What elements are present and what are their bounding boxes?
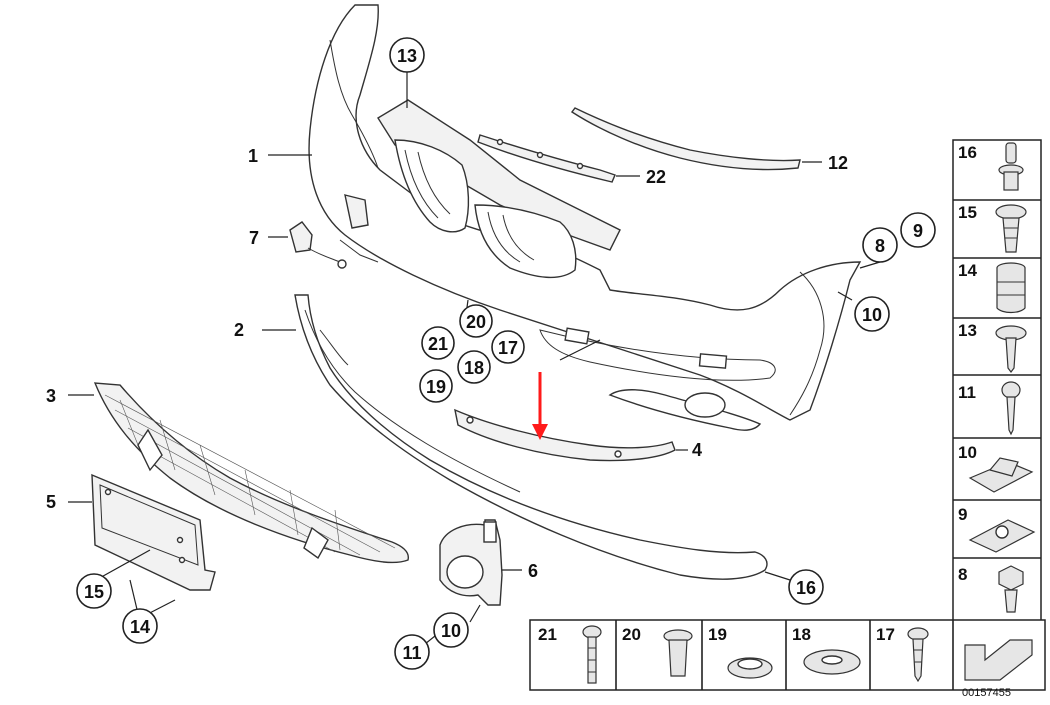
callout-11: 11 (402, 643, 421, 663)
side-table-9: 9 (958, 505, 967, 524)
callout-10-top: 10 (862, 305, 882, 325)
bottom-table-19: 19 (708, 625, 727, 644)
plate-nut-icon (968, 519, 1036, 553)
callout-8: 8 (875, 236, 885, 256)
callout-13-circle (389, 37, 425, 73)
side-table-13: 13 (958, 321, 977, 340)
callout-19: 19 (426, 377, 446, 397)
callout-10-bottom: 10 (441, 621, 461, 641)
rubber-buffer-icon (996, 262, 1026, 314)
license-plate-base (91, 473, 216, 591)
clip-nut-icon (968, 457, 1034, 493)
side-table-10: 10 (958, 443, 977, 462)
part-labels: 1 2 3 4 5 6 7 12 22 (46, 146, 848, 581)
screw-icon (1001, 381, 1021, 436)
label-12: 12 (828, 153, 848, 173)
expanding-rivet-icon (995, 204, 1027, 253)
callout-18: 18 (464, 358, 484, 378)
label-6: 6 (528, 561, 538, 581)
grille-bracket (477, 134, 616, 183)
bottom-table-20: 20 (622, 625, 641, 644)
fog-lamp-bracket (439, 519, 503, 606)
label-2: 2 (234, 320, 244, 340)
highlight-arrow (532, 372, 548, 440)
bottom-table-17: 17 (876, 625, 895, 644)
label-5: 5 (46, 492, 56, 512)
label-1: 1 (248, 146, 258, 166)
washer-screw-icon (995, 325, 1027, 373)
bumper-trim-strip (454, 408, 676, 462)
document-number: 00157455 (962, 687, 1011, 699)
side-table-8: 8 (958, 565, 967, 584)
callout-15: 15 (84, 582, 104, 602)
label-7: 7 (249, 228, 259, 248)
callout-17: 17 (498, 338, 518, 358)
bumper-cover (308, 4, 862, 431)
rivet-nut-icon (663, 629, 693, 677)
orientation-arrow-icon (964, 639, 1033, 681)
callout-16: 16 (796, 578, 816, 598)
hardware-side-table: 16 15 14 13 11 10 9 8 (952, 139, 1042, 631)
side-table-14: 14 (958, 261, 977, 280)
bottom-table-21: 21 (538, 625, 557, 644)
grommet-icon (727, 657, 773, 679)
sensor-bracket (289, 221, 347, 269)
side-table-16: 16 (958, 143, 977, 162)
hex-nut-icon (998, 565, 1024, 613)
side-table-11: 11 (958, 383, 976, 402)
bottom-table-18: 18 (792, 625, 811, 644)
callout-21: 21 (428, 334, 448, 354)
callout-9: 9 (913, 221, 923, 241)
callout-14: 14 (130, 617, 150, 637)
callout-20: 20 (466, 312, 486, 332)
label-3: 3 (46, 386, 56, 406)
side-table-15: 15 (958, 203, 977, 222)
callout-13: 13 (397, 46, 417, 66)
callouts: 13 8 9 10 20 21 17 18 19 15 14 10 11 16 (76, 37, 936, 670)
hardware-bottom-table: 21 20 19 18 17 (529, 619, 1046, 691)
bolt-icon (582, 625, 602, 684)
upper-trim-strip (570, 107, 801, 171)
lower-spoiler (294, 294, 768, 580)
label-4: 4 (692, 440, 702, 460)
bottom-screw-icon (907, 627, 929, 683)
washer-icon (803, 649, 861, 675)
push-clip-icon (998, 142, 1024, 191)
label-22: 22 (646, 167, 666, 187)
lower-grille-mesh (93, 382, 409, 564)
